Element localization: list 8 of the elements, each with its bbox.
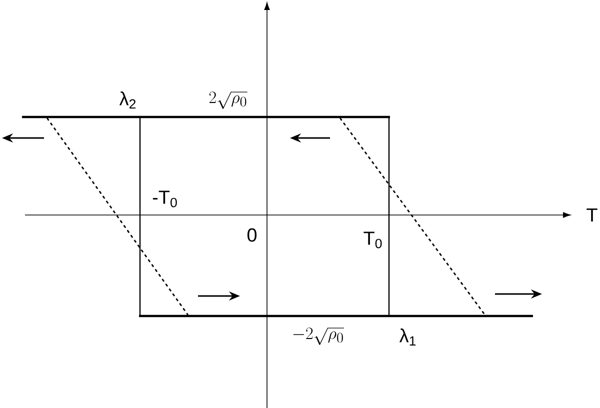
axis-label: 0 bbox=[247, 228, 257, 242]
axis-label: -T$_{0}$ bbox=[152, 190, 177, 208]
axis-label: T bbox=[586, 208, 598, 222]
axis-label: λ$_{2}$ bbox=[119, 91, 136, 109]
axis-label: $-2\sqrt{\rho_{0}}$ bbox=[293, 328, 344, 345]
axis-label: $2\sqrt{\rho_{0}}$ bbox=[209, 92, 248, 109]
axis-label: λ$_{1}$ bbox=[399, 328, 416, 346]
axis-label: T$_{0}$ bbox=[364, 232, 382, 248]
